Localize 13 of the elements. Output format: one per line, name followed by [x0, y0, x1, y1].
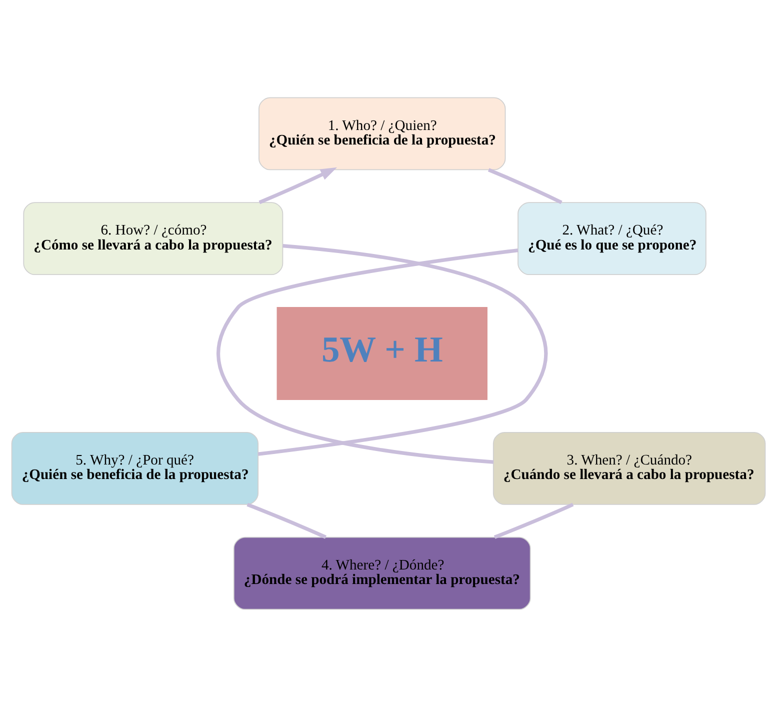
node-box: 5W + H	[276, 306, 488, 400]
node-box: 4. Where? / ¿Dónde? ¿Dónde se podrá implementar la propuesta?	[233, 536, 531, 610]
node-box: 6. How? / ¿cómo? ¿Cómo se llevará a cabo la propuesta?	[23, 202, 284, 275]
connector	[246, 502, 326, 538]
arrow	[258, 166, 337, 204]
connector	[216, 248, 518, 464]
node-box: 1. Who? / ¿Quien? ¿Quién se beneficia de la propuesta?	[258, 96, 506, 170]
node-box: 5. Why? / ¿Por qué? ¿Quién se beneficia de la propuesta?	[11, 431, 259, 504]
connector	[488, 168, 562, 204]
node-box: 3. When? / ¿Cuándo? ¿Cuándo se llevará a cabo la propuesta?	[492, 431, 766, 504]
connector	[494, 502, 574, 538]
node-box: 2. What? / ¿Qué? ¿Qué es lo que se propone?	[518, 202, 706, 275]
connector	[258, 244, 548, 456]
